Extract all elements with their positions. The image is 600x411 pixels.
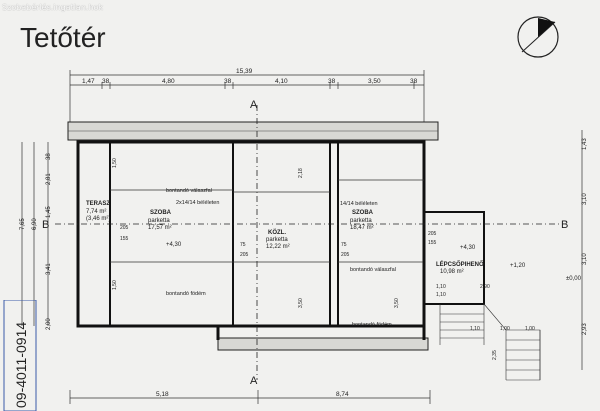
room-terasz-name: TERASZ bbox=[86, 201, 110, 207]
svg-text:1,10: 1,10 bbox=[436, 292, 446, 298]
approval-stamp: 09-4011-0914 bbox=[3, 300, 37, 411]
svg-text:2,00: 2,00 bbox=[46, 318, 52, 330]
room-terasz-area2: (3,46 m²) bbox=[86, 216, 110, 222]
note-valaszfal-2: bontandó válaszfal bbox=[350, 267, 396, 273]
door-dim: 75 bbox=[341, 242, 347, 248]
inner-dims: 1,50 2,18 1,50 3,50 3,50 1,10 2,90 1,10 … bbox=[112, 158, 535, 360]
top-dimension-lines bbox=[69, 70, 425, 130]
watermark: Szobabérlés.ingatlan.hok bbox=[2, 3, 104, 12]
level-mark: +1,20 bbox=[510, 263, 526, 269]
svg-text:2,93: 2,93 bbox=[582, 323, 588, 335]
door-dim: 205 bbox=[428, 231, 437, 237]
interior-walls bbox=[109, 142, 339, 326]
note-fodem-2: bontandó födém bbox=[352, 322, 392, 328]
dim-label: 3,50 bbox=[368, 78, 381, 85]
dim-label: 38 bbox=[224, 78, 232, 85]
dim-total: 15,39 bbox=[236, 68, 253, 75]
svg-text:6,90: 6,90 bbox=[32, 218, 38, 230]
section-b-left: B bbox=[42, 219, 49, 231]
left-dimension-lines bbox=[21, 142, 49, 326]
svg-text:5,18: 5,18 bbox=[156, 391, 169, 398]
level-marks: +4,30 +4,30 +1,20 ±0,00 bbox=[166, 242, 582, 282]
note-beleleten-2: 14/14 béléleten bbox=[340, 201, 378, 207]
room-kozl-name: KÖZL. bbox=[268, 229, 286, 236]
room-szoba2-area: 18,47 m² bbox=[350, 225, 374, 231]
door-dim: 205 bbox=[341, 252, 350, 258]
level-mark: ±0,00 bbox=[566, 276, 582, 282]
roof-band bbox=[67, 121, 439, 351]
section-lines bbox=[55, 105, 560, 380]
svg-text:7,65: 7,65 bbox=[20, 218, 26, 230]
svg-text:3,10: 3,10 bbox=[582, 193, 588, 205]
svg-text:1,50: 1,50 bbox=[112, 158, 118, 168]
left-dimension-labels: 38 2,81 1,45 3,41 2,00 6,90 7,65 bbox=[20, 153, 52, 330]
top-dimension-labels: 1,47 38 4,80 38 4,10 38 3,50 38 15,39 bbox=[82, 68, 418, 85]
door-dim: 155 bbox=[428, 240, 437, 246]
north-arrow-icon bbox=[517, 16, 559, 58]
bottom-dimension-labels: 5,18 8,74 bbox=[156, 391, 349, 398]
svg-text:8,74: 8,74 bbox=[336, 391, 349, 398]
room-labels: TERASZ 7,74 m² (3,46 m²) SZOBA parketta … bbox=[86, 201, 484, 275]
outer-walls bbox=[76, 140, 426, 340]
svg-text:1,45: 1,45 bbox=[46, 206, 52, 218]
plan-title: Tetőtér bbox=[20, 22, 106, 53]
room-szoba1-name: SZOBA bbox=[150, 210, 172, 216]
room-szoba1-area: 17,57 m² bbox=[148, 225, 172, 231]
svg-text:2,90: 2,90 bbox=[480, 284, 490, 290]
door-dims: 205 155 75 205 75 205 155 205 bbox=[120, 225, 437, 258]
svg-text:1,10: 1,10 bbox=[470, 326, 480, 332]
dim-label: 1,47 bbox=[82, 78, 95, 85]
svg-text:3,50: 3,50 bbox=[394, 298, 400, 308]
partition-lines bbox=[110, 179, 424, 263]
section-a-top: A bbox=[250, 99, 258, 111]
room-szoba2-floor: parketta bbox=[350, 218, 372, 224]
room-kozl-floor: parketta bbox=[266, 237, 288, 243]
svg-text:1,43: 1,43 bbox=[582, 138, 588, 150]
level-mark: +4,30 bbox=[460, 245, 476, 251]
door-dim: 155 bbox=[120, 236, 129, 242]
svg-text:3,41: 3,41 bbox=[46, 263, 52, 275]
svg-text:1,00: 1,00 bbox=[525, 326, 535, 332]
note-fodem-1: bontandó födém bbox=[166, 291, 206, 297]
plan-notes: bontandó válaszfal 2x14/14 béléleten 14/… bbox=[166, 188, 396, 328]
svg-text:1,10: 1,10 bbox=[436, 284, 446, 290]
svg-text:1,50: 1,50 bbox=[112, 280, 118, 290]
bottom-dimension-lines bbox=[69, 390, 431, 404]
door-dim: 205 bbox=[240, 252, 249, 258]
svg-text:2,81: 2,81 bbox=[46, 173, 52, 185]
stamp-text: 09-4011-0914 bbox=[13, 322, 29, 408]
dim-label: 4,10 bbox=[275, 78, 288, 85]
svg-text:3,50: 3,50 bbox=[298, 298, 304, 308]
note-valaszfal-1: bontandó válaszfal bbox=[166, 188, 212, 194]
svg-text:38: 38 bbox=[46, 153, 52, 160]
svg-text:3,10: 3,10 bbox=[582, 253, 588, 265]
room-lepcso-name: LÉPCSŐPIHENŐ bbox=[436, 260, 484, 268]
right-dimension-labels: 1,43 3,10 3,10 2,93 bbox=[582, 138, 588, 335]
svg-text:2,18: 2,18 bbox=[298, 168, 304, 178]
note-beleleten-1: 2x14/14 béléleten bbox=[176, 200, 219, 206]
room-kozl-area: 12,22 m² bbox=[266, 244, 290, 250]
section-labels: A A B B bbox=[42, 99, 568, 387]
room-szoba1-floor: parketta bbox=[148, 218, 170, 224]
dim-label: 38 bbox=[328, 78, 336, 85]
door-dim: 205 bbox=[120, 225, 129, 231]
dim-label: 4,80 bbox=[162, 78, 175, 85]
stair-block bbox=[423, 211, 541, 381]
level-mark: +4,30 bbox=[166, 242, 182, 248]
svg-text:1,00: 1,00 bbox=[500, 326, 510, 332]
dim-label: 38 bbox=[102, 78, 110, 85]
svg-text:2,35: 2,35 bbox=[492, 350, 498, 360]
section-a-bottom: A bbox=[250, 375, 258, 387]
door-dim: 75 bbox=[240, 242, 246, 248]
room-lepcso-area: 10,98 m² bbox=[440, 269, 464, 275]
section-b-right: B bbox=[561, 219, 568, 231]
room-terasz-area: 7,74 m² bbox=[86, 209, 106, 215]
dim-label: 38 bbox=[410, 78, 418, 85]
room-szoba2-name: SZOBA bbox=[352, 210, 374, 216]
